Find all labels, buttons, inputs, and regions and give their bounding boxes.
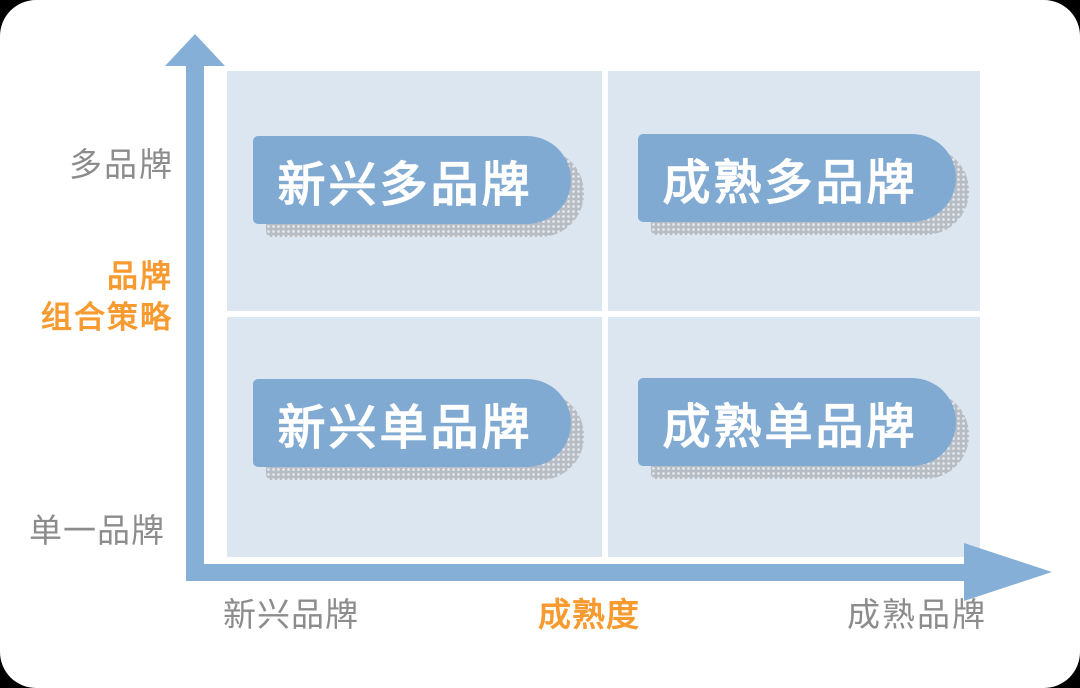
y-axis-bottom-label: 单一品牌 [29, 511, 165, 550]
y-axis-title-line2: 组合策略 [41, 300, 173, 336]
y-axis-line [186, 60, 204, 581]
quadrant-pill-top-right: 成熟多品牌 [638, 134, 969, 235]
quadrant-pill-bottom-right: 成熟单品牌 [638, 378, 969, 479]
quadrant-pill-label: 新兴多品牌 [253, 136, 571, 224]
x-axis-arrow-icon [964, 543, 1052, 601]
y-axis-arrow-icon [165, 34, 225, 66]
x-axis-title: 成熟度 [538, 595, 640, 634]
y-axis-title-line1: 品牌 [107, 259, 173, 295]
x-axis-line [186, 564, 966, 581]
x-axis-left-label: 新兴品牌 [223, 595, 359, 634]
y-axis-top-label: 多品牌 [69, 145, 174, 184]
quadrant-pill-label: 新兴单品牌 [253, 379, 571, 467]
quadrant-pill-bottom-left: 新兴单品牌 [253, 379, 584, 480]
quadrant-pill-top-left: 新兴多品牌 [253, 136, 584, 237]
y-axis-title: 品牌 组合策略 [0, 257, 173, 339]
quadrant-pill-label: 成熟单品牌 [638, 378, 956, 466]
x-axis-right-label: 成熟品牌 [847, 595, 987, 634]
quadrant-pill-label: 成熟多品牌 [638, 134, 956, 222]
